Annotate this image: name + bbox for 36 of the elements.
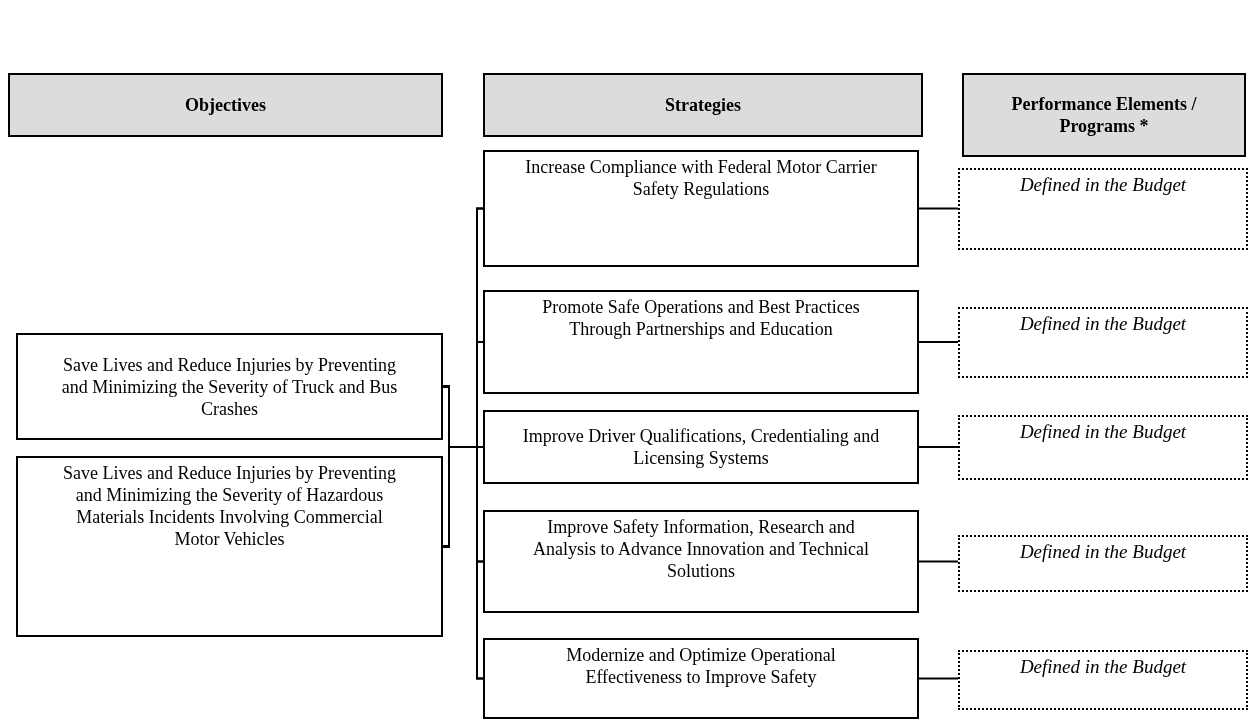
node-text: Performance Elements / Programs * [1010,93,1198,137]
connector-line [918,446,959,448]
program-box [958,535,1248,592]
node-text: Defined in the Budget [1019,421,1187,443]
node-text: Modernize and Optimize Operational Effectiveness to Improve Safety [565,644,837,688]
column-header [483,73,923,137]
column-header [962,73,1246,157]
node-text: Improve Driver Qualifications, Credentialing and Licensing Systems [521,425,881,469]
node-text: Defined in the Budget [1019,656,1187,678]
node-text: Defined in the Budget [1019,313,1187,335]
program-box [958,650,1248,710]
node-text: Objectives [185,94,266,116]
connector-line [442,446,484,680]
node-text: Increase Compliance with Federal Motor Carrier Safety Regulations [524,156,878,200]
program-box [958,415,1248,480]
connector-line [918,677,959,680]
strategy-box [483,410,919,484]
program-box [958,168,1248,250]
node-text: Defined in the Budget [1019,541,1187,563]
objective-box [16,456,443,637]
node-text: Save Lives and Reduce Injuries by Preventing and Minimizing the Severity of Hazardous Materials Incidents Involving Commercial Motor Vehicles [62,462,397,550]
node-text: Save Lives and Reduce Injuries by Preventing and Minimizing the Severity of Truck and Bus Crashes [60,353,399,420]
strategy-box [483,638,919,719]
node-text: Promote Safe Operations and Best Practices Through Partnerships and Education [541,296,861,340]
program-box [958,307,1248,378]
connector-line [918,560,959,563]
node-text: Improve Safety Information, Research and Analysis to Advance Innovation and Technical Solutions [532,516,870,582]
connector-line [918,341,959,343]
column-header [8,73,443,137]
connector-line [918,207,959,210]
objective-box [16,333,443,440]
node-text: Defined in the Budget [1019,174,1187,196]
strategy-box [483,510,919,613]
strategy-box [483,150,919,267]
strategy-box [483,290,919,394]
node-text: Strategies [665,94,741,116]
